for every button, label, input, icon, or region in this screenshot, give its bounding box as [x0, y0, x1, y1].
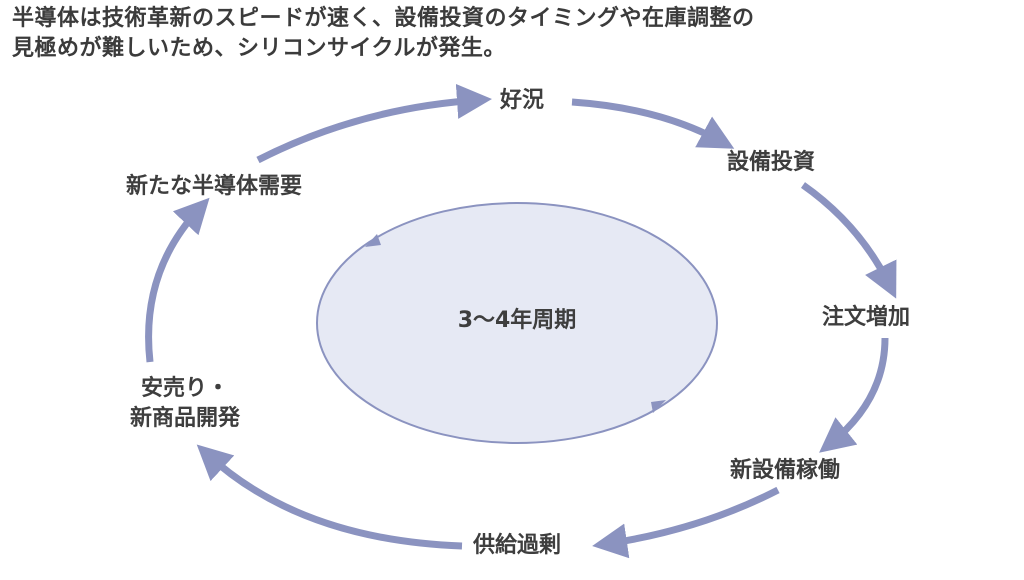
headline-line-2: 見極めが難しいため、シリコンサイクルが発生。	[12, 36, 506, 61]
stage-orders: 注文増加	[822, 305, 911, 330]
arrow-new-demand-to-boom	[256, 83, 492, 164]
ellipse-arrowhead-icon-bottom	[651, 400, 666, 413]
headline: 半導体は技術革新のスピードが速く、設備投資のタイミングや在庫調整の 見極めが難し…	[12, 4, 992, 64]
stage-oversupply: 供給過剰	[473, 533, 562, 558]
arrow-orders-to-new-capacity	[819, 337, 889, 453]
stage-capex: 設備投資	[727, 150, 816, 175]
stage-boom: 好況	[500, 88, 545, 113]
cycle-center-ellipse	[316, 202, 718, 444]
stage-new-demand: 新たな半導体需要	[126, 174, 303, 199]
stage-discount-line-2: 新商品開発	[129, 406, 240, 431]
ellipse-arrowhead-icon-top	[365, 234, 381, 247]
stage-discount: 安売り・ 新商品開発	[112, 374, 258, 434]
arrow-boom-to-capex	[571, 98, 735, 149]
cycle-period-label: 3〜4年周期	[457, 308, 577, 333]
stage-new-capacity: 新設備稼働	[730, 458, 841, 483]
arrow-oversupply-to-discount	[196, 444, 463, 550]
arrow-capex-to-orders	[800, 182, 897, 299]
stage-discount-line-1: 安売り・	[140, 376, 229, 401]
arrow-discount-to-new-demand	[145, 197, 210, 363]
headline-line-1: 半導体は技術革新のスピードが速く、設備投資のタイミングや在庫調整の	[12, 6, 755, 31]
arrow-new-capacity-to-oversupply	[592, 486, 780, 559]
